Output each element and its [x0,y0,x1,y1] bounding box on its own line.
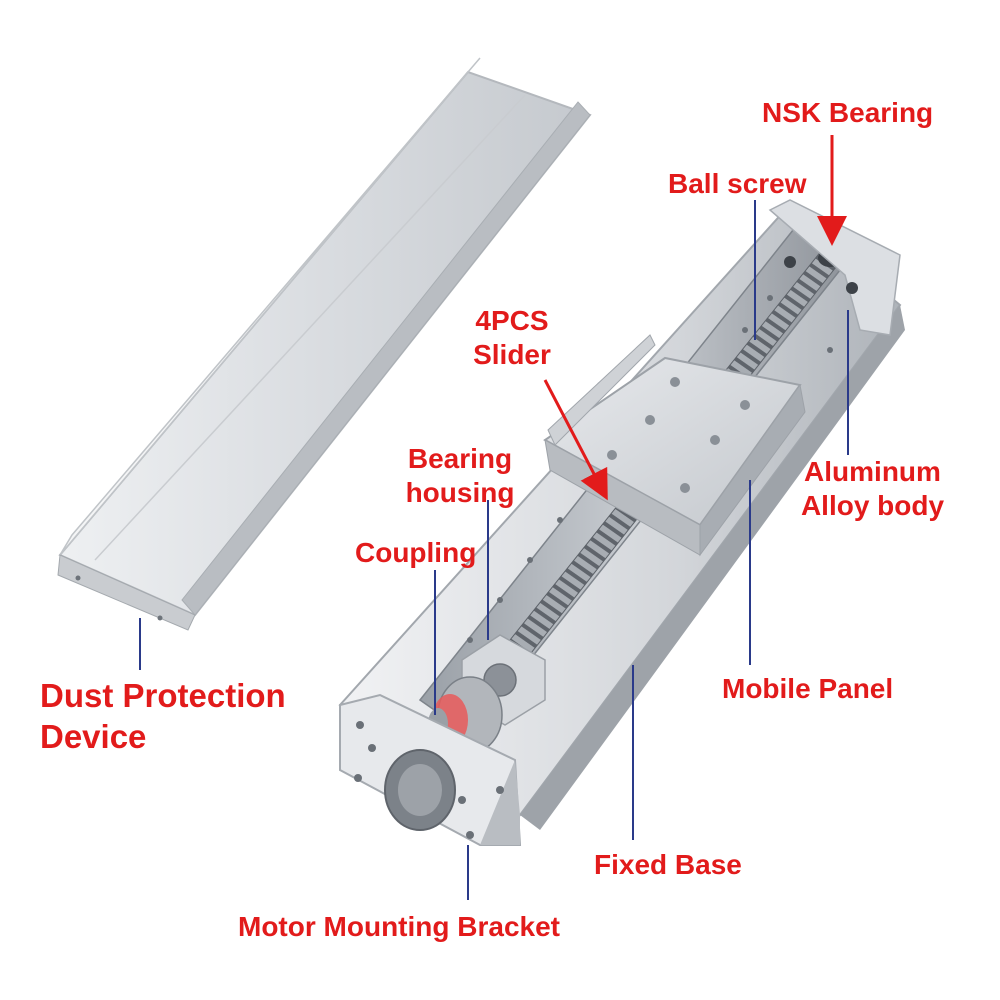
label-mobile-panel: Mobile Panel [722,673,894,704]
label-ball-screw: Ball screw [668,168,807,199]
label-slider: 4PCS Slider [462,304,562,371]
label-bearing-housing-line2: housing [405,476,515,508]
arrow-slider [543,379,608,501]
label-fixed-base: Fixed Base [594,849,742,880]
label-slider-line1: 4PCS [475,305,549,336]
linear-module [338,199,905,846]
label-dust-protection-line1: Dust Protection [40,677,286,714]
label-bearing-housing: Bearing housing [395,442,525,509]
label-dust-protection: Dust Protection Device [40,675,286,758]
dust-protection-cover [57,57,592,631]
label-aluminum-body-line1: Aluminum [804,456,941,487]
label-aluminum-body: Aluminum Alloy body [790,455,955,522]
label-bearing-housing-line1: Bearing [407,443,513,474]
label-motor-mounting-bracket: Motor Mounting Bracket [238,911,560,942]
leader-lines [139,200,849,900]
label-dust-protection-line2: Device [40,718,147,756]
label-slider-line2: Slider [473,338,551,370]
label-coupling: Coupling [355,537,477,568]
label-aluminum-body-line2: Alloy body [800,489,945,521]
label-nsk-bearing: NSK Bearing [762,97,934,128]
red-arrows [543,135,847,501]
